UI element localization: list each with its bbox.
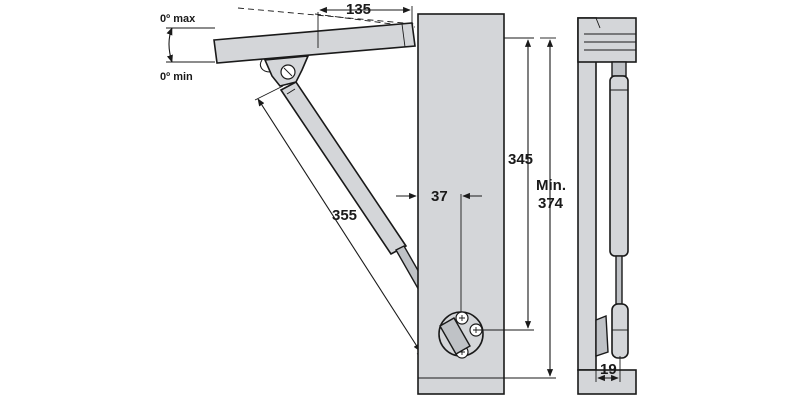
angle-min-label: 0º min: [160, 71, 193, 83]
dim-374-text: 374: [538, 195, 564, 212]
dim-345-text: 345: [508, 151, 533, 168]
lid-board: [213, 22, 416, 64]
angle-arc: [166, 27, 173, 63]
section-cabinet-bracket: [595, 314, 609, 357]
section-bottom-fitting: [611, 303, 629, 359]
angle-reference: 0º max 0º min: [160, 7, 416, 83]
dim-135-text: 135: [346, 1, 371, 18]
dimension-37: 37: [396, 188, 482, 312]
lid-notch: [595, 17, 601, 29]
rod-end-fitting: [439, 317, 471, 355]
dimension-19: 19: [595, 356, 621, 382]
lid-panel: [213, 22, 416, 64]
dim-355-line: [257, 98, 421, 352]
dimension-135: 135: [317, 1, 413, 48]
section-strut-cylinder: [609, 75, 629, 257]
bracket-lip: [259, 59, 271, 73]
dim-37-text: 37: [431, 188, 448, 205]
pivot-slot: [283, 67, 293, 77]
dim-min-label: Min.: [536, 177, 566, 194]
cabinet-bracket: [438, 311, 484, 359]
side-section-view: [577, 17, 637, 395]
lid-edge-line: [401, 23, 406, 48]
section-base: [577, 369, 637, 395]
dim-355-ext-top: [254, 85, 284, 101]
screw-cross-top: [459, 315, 465, 321]
dimension-min-374: Min. 374: [504, 37, 566, 379]
cylinder-collar: [286, 88, 296, 95]
strut-cylinder: [279, 80, 408, 256]
section-top-fitting: [611, 61, 627, 77]
lid-bracket: [259, 55, 310, 87]
section-strut-rod: [615, 255, 623, 305]
angle-max-label: 0º max: [160, 13, 196, 25]
section-side-panel: [577, 17, 597, 371]
dimension-355: 355: [254, 85, 446, 355]
section-lid: [577, 17, 637, 63]
dim-19-text: 19: [600, 361, 617, 378]
dimension-345: 345: [478, 37, 534, 331]
dim-355-text: 355: [332, 207, 357, 224]
